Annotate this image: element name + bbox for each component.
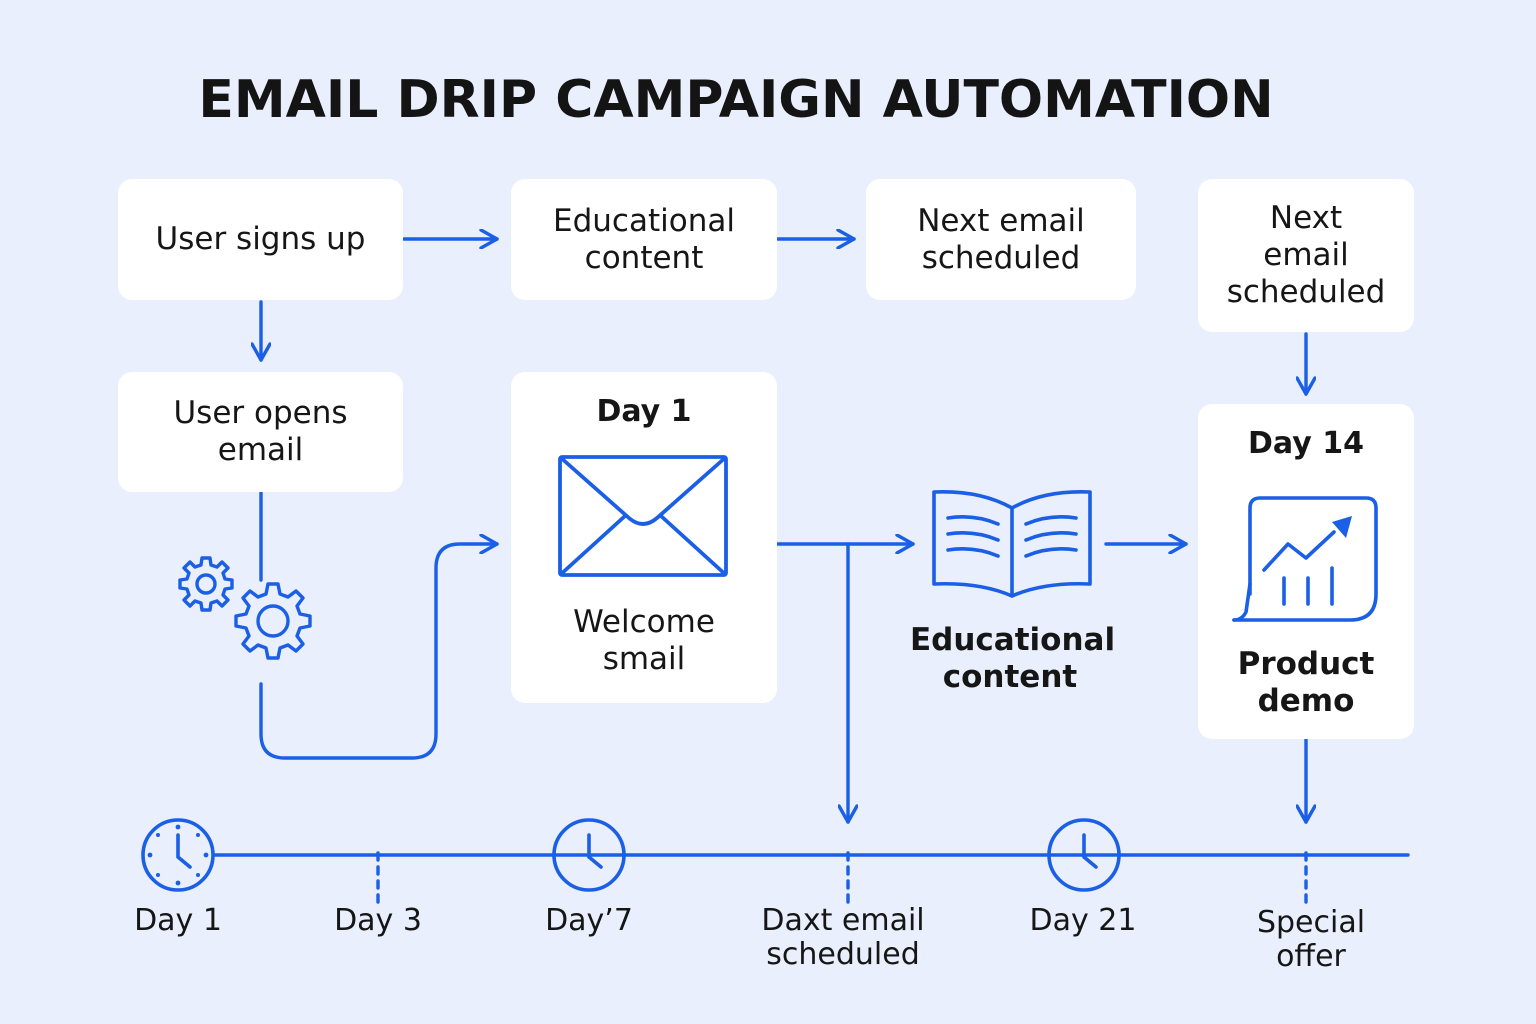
node-day1-heading: Day 1 — [596, 394, 692, 429]
timeline-label-special-offer: Special offer — [1256, 905, 1366, 974]
node-day14-heading: Day 14 — [1248, 426, 1364, 461]
node-user-signs-up: User signs up — [118, 179, 403, 300]
timeline-label-day7: Day’7 — [545, 903, 633, 938]
node-next-email-scheduled-top: Next email scheduled — [866, 179, 1136, 300]
timeline-label-day21: Day 21 — [1029, 903, 1137, 938]
gears-icon — [178, 556, 312, 660]
clock-icon — [141, 818, 215, 892]
node-user-opens-email: User opens email — [118, 372, 403, 492]
node-next-email-scheduled-right: Next email scheduled — [1198, 179, 1414, 332]
clock-icon — [552, 818, 626, 892]
clock-icon — [1047, 818, 1121, 892]
arrow-opens-to-day1 — [259, 544, 499, 760]
node-educational-content-top: Educational content — [511, 179, 777, 300]
node-day14-product-demo: Day 14 Product demo — [1198, 404, 1414, 739]
timeline-label-day3: Day 3 — [334, 903, 422, 938]
node-educational-content-mid: Educational content — [910, 622, 1116, 695]
open-book-icon — [932, 490, 1092, 598]
node-day1-welcome: Day 1 Welcome smail — [511, 372, 777, 703]
timeline-label-next-email: Daxt email scheduled — [761, 903, 925, 972]
timeline-label-day1: Day 1 — [134, 903, 222, 938]
node-day14-caption: Product demo — [1237, 646, 1375, 719]
growth-chart-icon — [1232, 496, 1378, 622]
node-day1-caption: Welcome smail — [573, 604, 715, 677]
page-title: EMAIL DRIP CAMPAIGN AUTOMATION — [198, 70, 1274, 130]
envelope-icon — [558, 455, 728, 577]
